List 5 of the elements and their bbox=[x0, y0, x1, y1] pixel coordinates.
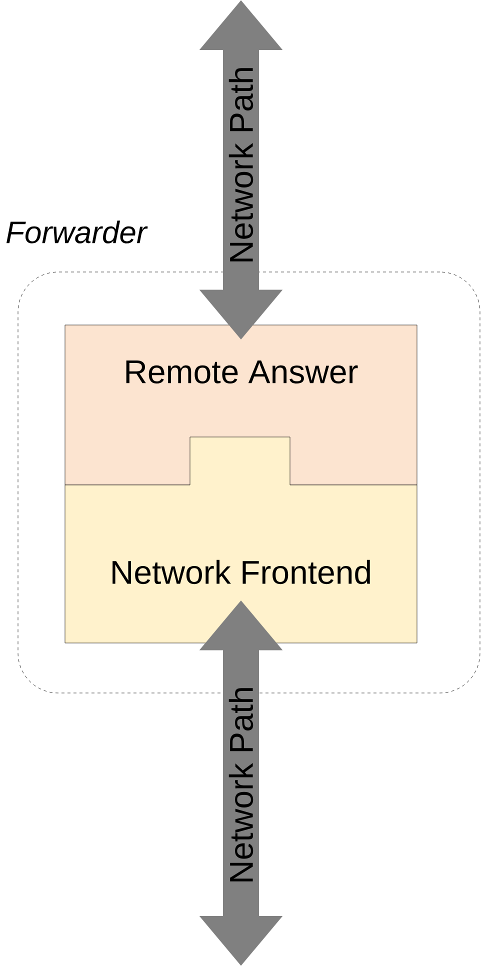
process-box: Network Frontend bbox=[64, 436, 418, 644]
process-box: Remote Answer bbox=[64, 324, 418, 486]
edge-label: Network Path bbox=[228, 64, 254, 266]
edge-label: Network Path bbox=[228, 684, 254, 886]
node-label: Forwarder bbox=[6, 220, 148, 244]
